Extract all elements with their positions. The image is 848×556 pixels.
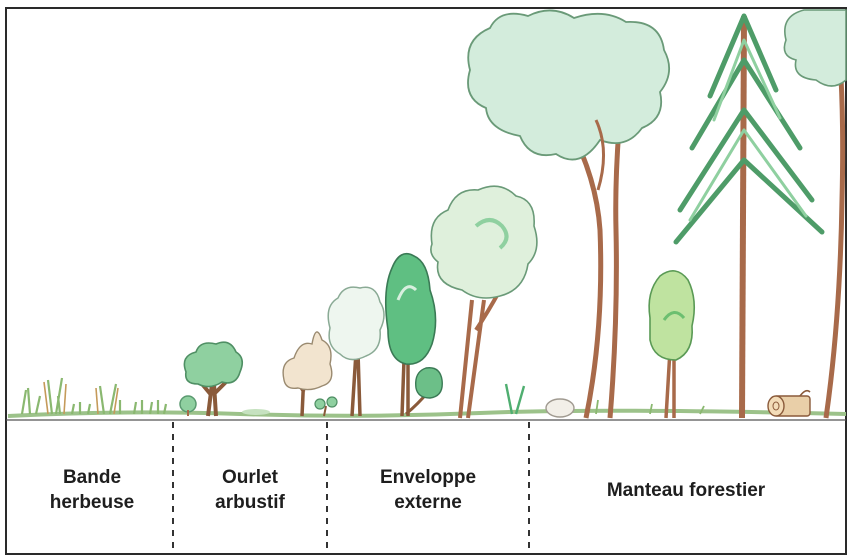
grass-tuft-icon: [595, 399, 705, 415]
deciduous-tree-icon: [467, 9, 670, 419]
zone-label-manteau-forestier: Manteau forestier: [606, 479, 766, 501]
grass-tuft-icon: [20, 377, 168, 415]
bush-icon: [179, 395, 197, 416]
zone-label-ourlet-arbustif: Ourlet arbustif: [215, 467, 285, 513]
bush-icon: [405, 367, 443, 416]
zone-label-enveloppe-externe: Enveloppe externe: [379, 467, 477, 513]
bush-icon: [314, 396, 338, 417]
deciduous-tree-icon: [327, 286, 385, 417]
stone-icon: [545, 398, 575, 418]
diagram-frame: [5, 7, 847, 555]
ground-patch: [242, 409, 270, 415]
grass-tuft-icon: [504, 383, 526, 415]
conifer-icon: [673, 13, 825, 419]
bush-icon: [282, 331, 333, 417]
grass-tuft-icon: [43, 381, 119, 415]
zone-label-bande-herbeuse: Bande herbeuse: [49, 467, 135, 513]
deciduous-tree-icon: [783, 9, 847, 419]
deciduous-tree-icon: [384, 252, 437, 417]
log-icon: [767, 389, 811, 417]
deciduous-tree-icon: [430, 185, 538, 419]
young-tree-icon: [183, 341, 244, 417]
young-tree-icon: [648, 270, 696, 419]
ground-line: [7, 408, 847, 418]
